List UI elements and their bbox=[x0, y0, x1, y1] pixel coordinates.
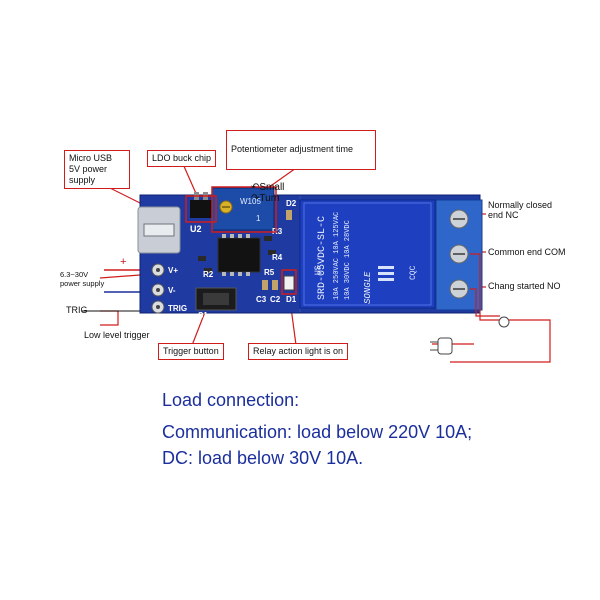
bulb-icon bbox=[498, 316, 510, 328]
relay-logo-icon bbox=[378, 266, 394, 281]
tag-nc: Normally closed end NC bbox=[488, 200, 553, 220]
highlight-led bbox=[281, 269, 297, 295]
relay-body bbox=[299, 199, 436, 309]
label-d2: D2 bbox=[286, 199, 297, 208]
label-u2: U2 bbox=[190, 224, 202, 234]
tag-trig: TRIG bbox=[66, 305, 88, 315]
leader-supply bbox=[99, 274, 141, 279]
relay-led bbox=[283, 275, 295, 291]
tag-minus: – bbox=[120, 286, 127, 298]
pot-small: Small bbox=[259, 182, 285, 193]
description-line-1: Communication: load below 220V 10A; bbox=[162, 422, 473, 442]
label-vplus: V+ bbox=[168, 266, 178, 275]
callout-relay-light: Relay action light is on bbox=[248, 343, 349, 360]
label-r4: R4 bbox=[272, 253, 283, 262]
pot-title: Potentiometer adjustment time bbox=[231, 144, 354, 154]
label-pot-value: 1 bbox=[256, 214, 261, 223]
tag-no: Chang started NO bbox=[488, 281, 561, 291]
label-c3: C3 bbox=[256, 295, 267, 304]
callout-micro-usb: Micro USB 5V power supply bbox=[64, 150, 130, 189]
pot-turn: Turn bbox=[259, 193, 280, 204]
smd-components bbox=[198, 210, 292, 290]
callout-potentiometer: Potentiometer adjustment time ↶Small ↷Tu… bbox=[226, 130, 376, 204]
label-vminus: V- bbox=[168, 286, 176, 295]
label-r3: R3 bbox=[272, 227, 283, 236]
tag-com: Common end COM bbox=[488, 247, 566, 257]
relay-brand: SONGLE bbox=[363, 271, 373, 304]
callout-ldo: LDO buck chip bbox=[147, 150, 217, 167]
relay-model: SRD-05VDC-SL-C bbox=[317, 216, 328, 300]
relay-ul-mark: US bbox=[314, 265, 323, 275]
leader-trig-bracket bbox=[100, 310, 119, 326]
highlight-potentiometer bbox=[211, 186, 277, 233]
tag-plus: + bbox=[120, 256, 127, 268]
terminal-screws bbox=[449, 209, 469, 299]
label-trig-pin: TRIG bbox=[168, 304, 187, 313]
pin-header bbox=[151, 263, 165, 314]
leader-trigger bbox=[190, 311, 206, 349]
callout-trigger-button: Trigger button bbox=[158, 343, 224, 360]
description-line-2: DC: load below 30V 10A. bbox=[162, 448, 364, 468]
description-heading: Load connection: bbox=[162, 390, 300, 410]
pot-direction-arrow-right-icon: ↷ bbox=[251, 193, 260, 204]
plug-icon bbox=[430, 337, 453, 355]
tag-supply-range: 6.3~30V power supply bbox=[60, 270, 105, 288]
label-d1: D1 bbox=[286, 295, 297, 304]
label-c2: C2 bbox=[270, 295, 281, 304]
label-r2: R2 bbox=[203, 270, 214, 279]
label-r5: R5 bbox=[264, 268, 275, 277]
pot-direction-arrow-left-icon: ↶ bbox=[251, 182, 260, 193]
label-s1: S1 bbox=[198, 311, 208, 320]
relay-rating-2: 10A 30VDC 10A 28VDC bbox=[344, 220, 352, 300]
pot-direction: ↶Small ↷Turn bbox=[231, 171, 371, 204]
label-pot-code: W105 bbox=[240, 197, 261, 206]
timer-ic bbox=[217, 237, 261, 273]
tag-low-level: Low level trigger bbox=[84, 330, 150, 340]
ldo-chip bbox=[190, 200, 212, 218]
relay-cqc-mark: CQC bbox=[409, 265, 418, 280]
highlight-ldo bbox=[185, 195, 217, 223]
relay-rating-1: 10A 250VAC 10A 125VAC bbox=[333, 212, 341, 300]
